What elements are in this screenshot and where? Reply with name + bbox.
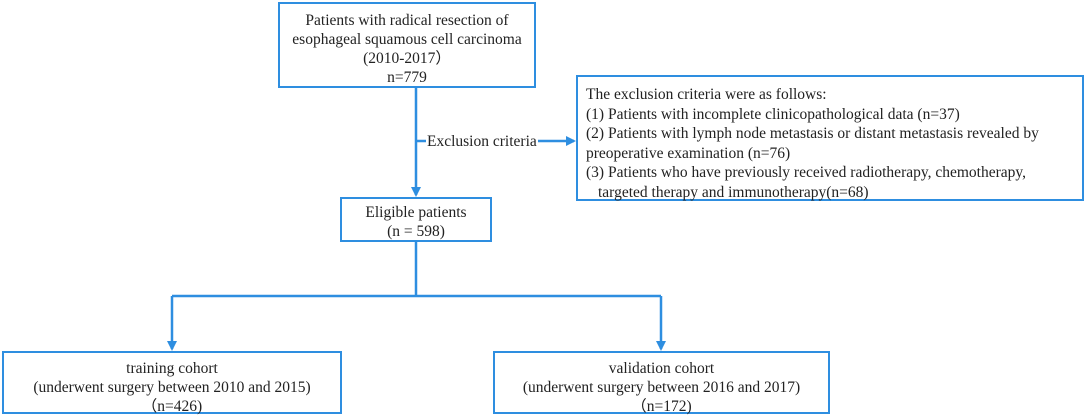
eligible-count: (n = 598) [387,223,445,240]
patients-count: n=779 [387,69,427,86]
exclusion-item-2-cont: preoperative examination (n=76) [586,144,791,162]
validation-count: （n=172) [631,398,692,415]
eligible-box: Eligible patients (n = 598) [340,197,492,242]
validation-cohort-box: validation cohort (underwent surgery bet… [493,351,830,415]
patients-period: (2010-2017） [363,50,451,67]
exclusion-item-1: (1) Patients with incomplete clinicopath… [586,105,960,123]
patients-line-1: Patients with radical resection of [305,12,509,29]
patients-line-2: esophageal squamous cell carcinoma [292,31,522,48]
exclusion-title: The exclusion criteria were as follows: [586,86,827,103]
exclusion-criteria-label: Exclusion criteria [426,132,538,151]
training-count: （n=426) [141,398,203,415]
training-cohort-box: training cohort (underwent surgery betwe… [2,351,342,415]
patients-box: Patients with radical resection of esoph… [278,2,536,88]
exclusion-box: The exclusion criteria were as follows: … [576,75,1084,201]
training-subtitle: (underwent surgery between 2010 and 2015… [33,379,311,396]
exclusion-item-3: (3) Patients who have previously receive… [586,164,1027,181]
exclusion-item-2: (2) Patients with lymph node metastasis … [586,125,1039,142]
validation-title: validation cohort [608,360,715,377]
exclusion-item-3-cont: targeted therapy and immunotherapy(n=68) [598,183,869,201]
training-title: training cohort [126,360,218,377]
validation-subtitle: (underwent surgery between 2016 and 2017… [522,379,801,396]
eligible-title: Eligible patients [365,204,467,221]
